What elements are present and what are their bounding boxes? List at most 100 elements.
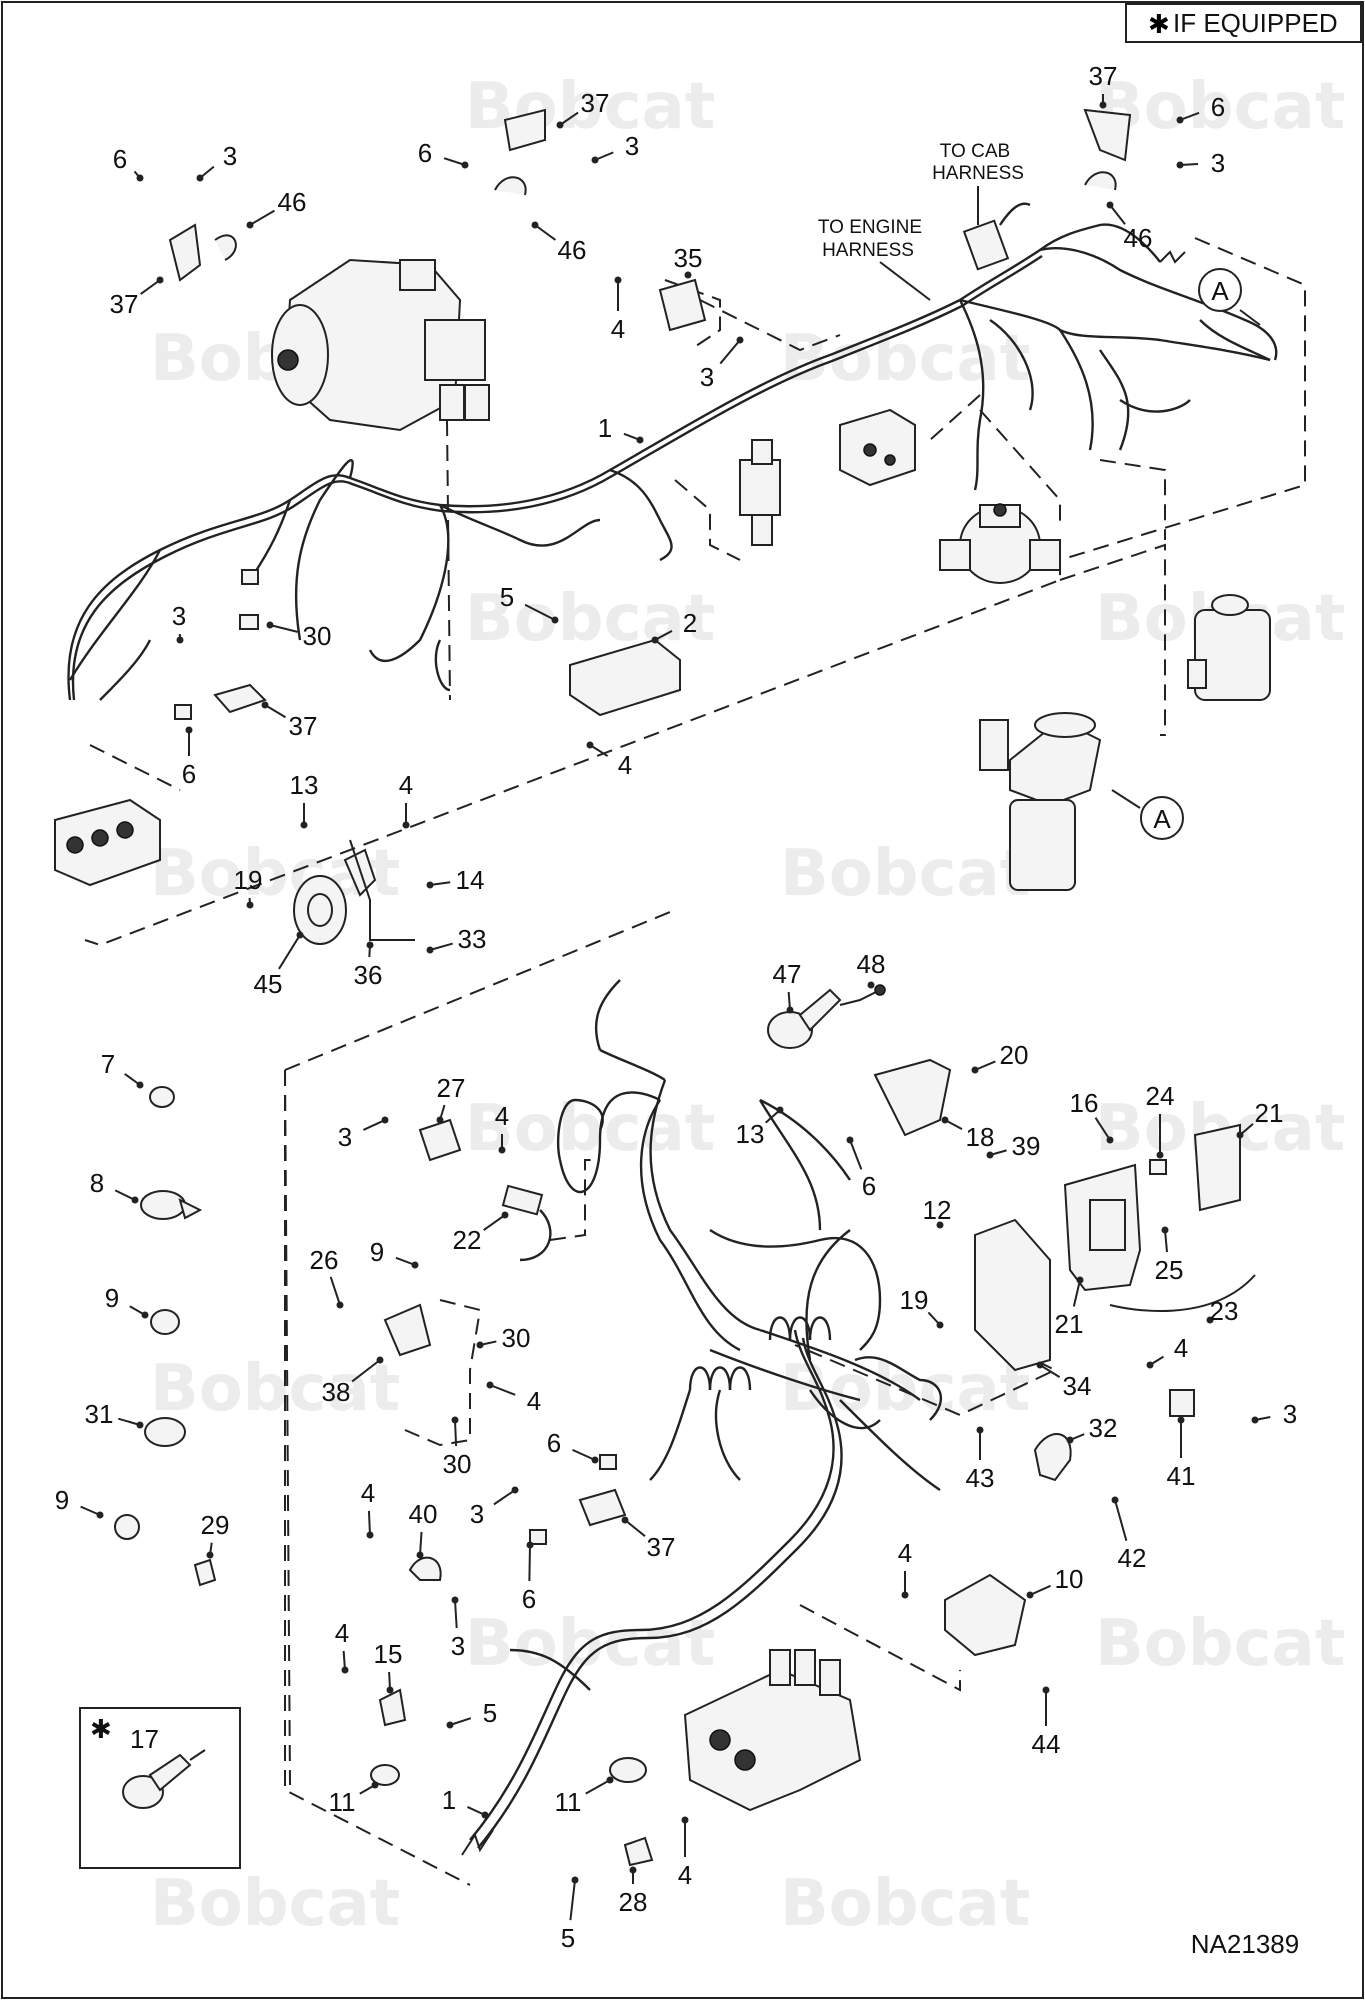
valve-dashed-lead <box>90 745 180 790</box>
fastener-icon <box>417 1552 424 1559</box>
fastener-icon <box>1252 1417 1259 1424</box>
connector-32 <box>1035 1434 1071 1480</box>
callout-label: 6 <box>862 1171 876 1201</box>
callout-leader-line <box>430 944 453 950</box>
watermark: Bobcat <box>1095 1607 1345 1681</box>
fastener-icon <box>557 122 564 129</box>
callout-label: 10 <box>1055 1564 1084 1594</box>
fastener-icon <box>337 1302 344 1309</box>
fastener-icon <box>412 1262 419 1269</box>
callout-label: 11 <box>555 1787 582 1817</box>
manifold-block <box>840 410 915 485</box>
callout-label: 21 <box>1255 1098 1284 1128</box>
bracket-15 <box>380 1690 405 1725</box>
callout-label: 41 <box>1167 1461 1196 1491</box>
to-cab-harness-note: HARNESS <box>932 163 1024 184</box>
fastener-icon <box>1067 1437 1074 1444</box>
callout-leader-line <box>586 1780 610 1794</box>
fastener-icon <box>552 617 559 624</box>
callout-label: 4 <box>495 1101 509 1131</box>
if-equipped-label: IF EQUIPPED <box>1173 8 1338 38</box>
fastener-icon <box>1100 102 1107 109</box>
fastener-icon <box>937 1322 944 1329</box>
fastener-icon <box>592 1457 599 1464</box>
fastener-icon <box>342 1667 349 1674</box>
hydraulic-pump <box>272 260 489 430</box>
callout-leader-line <box>270 625 298 632</box>
callout-label: 4 <box>1174 1333 1188 1363</box>
fastener-icon <box>1112 1497 1119 1504</box>
fastener-icon <box>532 222 539 229</box>
fastener-icon <box>427 947 434 954</box>
callout-label: 3 <box>1211 148 1225 178</box>
fastener-icon <box>1178 1417 1185 1424</box>
callout-label: 28 <box>619 1887 648 1917</box>
fastener-icon <box>902 1592 909 1599</box>
solenoid-valve-center <box>740 440 780 545</box>
callout-leader-line <box>570 1880 575 1920</box>
fastener-icon <box>1147 1362 1154 1369</box>
clip-28 <box>625 1838 652 1865</box>
fastener-icon <box>977 1427 984 1434</box>
callout-label: 6 <box>547 1428 561 1458</box>
inset-item-17: ✱ 17 <box>80 1708 240 1868</box>
callout-label: 7 <box>101 1049 115 1079</box>
fastener-icon <box>1077 1277 1084 1284</box>
fastener-icon <box>447 1722 454 1729</box>
callout-label: 29 <box>201 1510 230 1540</box>
fastener-icon <box>382 1117 389 1124</box>
fastener-icon <box>377 1357 384 1364</box>
callout-leader-line <box>1074 1280 1080 1307</box>
clamp-11-right <box>610 1758 646 1782</box>
to-engine-harness-note: TO ENGINE <box>818 217 922 238</box>
callout-label: 3 <box>172 601 186 631</box>
callout-label: 6 <box>522 1584 536 1614</box>
fastener-icon <box>1027 1592 1034 1599</box>
fastener-icon <box>637 437 644 444</box>
fastener-icon <box>177 637 184 644</box>
fastener-icon <box>367 942 374 949</box>
fastener-icon <box>527 1542 534 1549</box>
fastener-icon <box>477 1342 484 1349</box>
fastener-icon <box>512 1487 519 1494</box>
clamp-31 <box>145 1418 185 1446</box>
callout-label: 6 <box>182 759 196 789</box>
clamp-9-b <box>115 1515 139 1539</box>
callout-label: 15 <box>374 1639 403 1669</box>
callout-label: 5 <box>561 1923 575 1953</box>
callout-leader-line <box>363 1120 385 1130</box>
callout-leader-line <box>265 705 285 717</box>
callout-label: 45 <box>254 969 283 999</box>
fastener-icon <box>972 1067 979 1074</box>
callout-label: 3 <box>223 141 237 171</box>
fastener-icon <box>297 932 304 939</box>
clip-40 <box>410 1558 441 1580</box>
callout-label: 4 <box>898 1538 912 1568</box>
connector-24 <box>1150 1160 1166 1174</box>
fastener-icon <box>137 1422 144 1429</box>
fastener-icon <box>372 1782 379 1789</box>
callout-leader-line <box>1115 1500 1126 1541</box>
to-cab-harness-note: TO CAB <box>940 141 1010 162</box>
callout-label: 43 <box>966 1463 995 1493</box>
callout-label: 36 <box>354 960 383 990</box>
fastener-icon <box>207 1552 214 1559</box>
fastener-icon <box>427 882 434 889</box>
if-equipped-legend: ✱ IF EQUIPPED <box>1126 4 1361 42</box>
callout-label: 27 <box>437 1073 466 1103</box>
callout-label: 4 <box>611 314 625 344</box>
fastener-icon <box>247 902 254 909</box>
callout-leader-line <box>455 1420 456 1446</box>
clamp-7 <box>150 1087 174 1107</box>
fastener-icon <box>482 1812 489 1819</box>
callout-leader-line <box>369 1511 370 1535</box>
fastener-icon <box>1237 1132 1244 1139</box>
fastener-icon <box>1107 1137 1114 1144</box>
bracket-37-left <box>175 685 265 719</box>
watermark: Bobcat <box>780 1867 1030 1941</box>
callout-label: 3 <box>451 1631 465 1661</box>
cab-connector <box>964 204 1030 270</box>
callout-leader-line <box>141 280 160 294</box>
